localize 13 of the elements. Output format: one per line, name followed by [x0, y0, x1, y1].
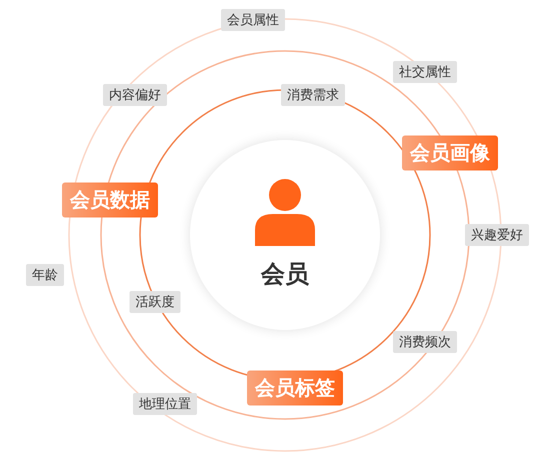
- category-label: 会员画像: [402, 136, 498, 170]
- tag-label: 消费需求: [281, 84, 345, 106]
- tag-label: 年龄: [26, 264, 64, 286]
- tag-label: 社交属性: [393, 61, 457, 83]
- tag-label: 兴趣爱好: [465, 224, 529, 246]
- category-label: 会员数据: [62, 182, 158, 218]
- tag-label: 活跃度: [130, 291, 180, 313]
- tag-label: 地理位置: [133, 393, 197, 415]
- category-label: 会员标签: [247, 370, 343, 406]
- tag-label: 会员属性: [221, 9, 285, 31]
- tag-label: 消费频次: [393, 331, 457, 353]
- tag-label: 内容偏好: [103, 84, 167, 106]
- center-label: 会员: [260, 259, 310, 290]
